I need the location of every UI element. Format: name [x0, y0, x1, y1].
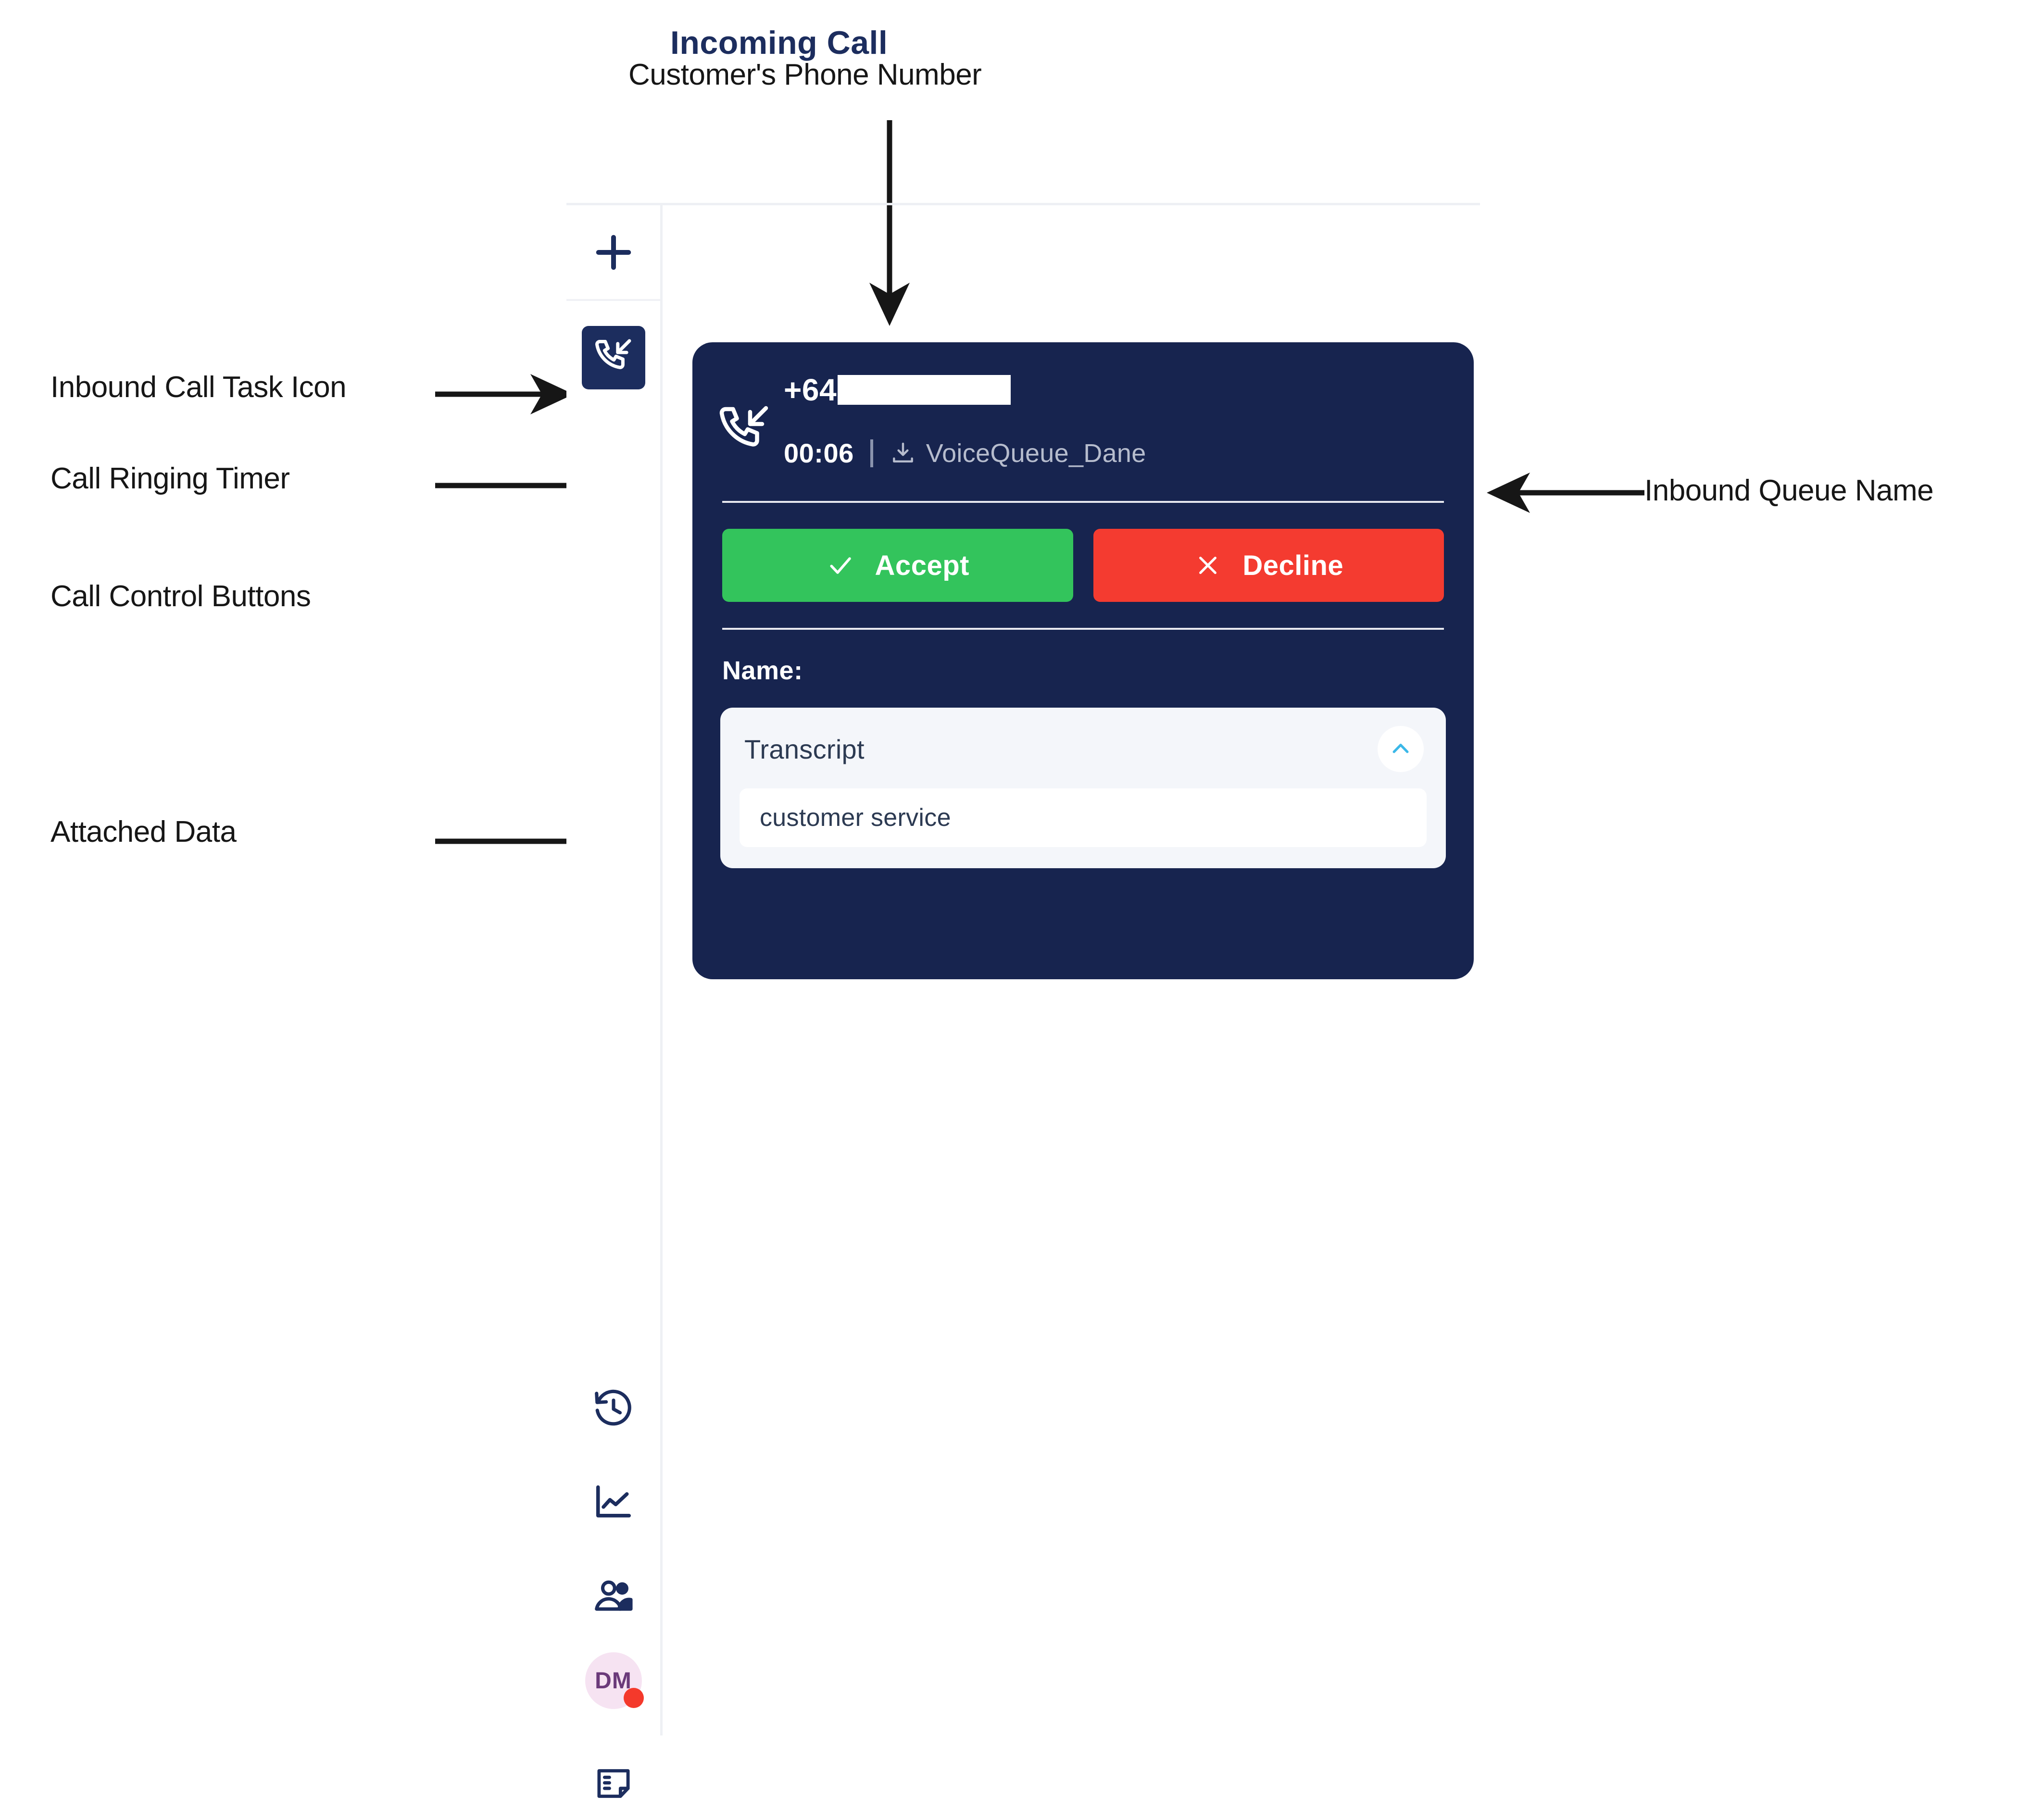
collapse-toggle-button[interactable]: [1378, 726, 1424, 772]
close-x-icon: [1193, 551, 1222, 580]
call-card-header: +64 00:06 VoiceQueue_Dane: [692, 342, 1474, 501]
divider-bottom: [722, 628, 1444, 630]
notes-icon: [593, 1763, 634, 1807]
sidebar-nav-group: [566, 1378, 660, 1809]
decline-call-button[interactable]: Decline: [1093, 529, 1444, 602]
check-icon: [826, 551, 855, 580]
attached-data-panel: Transcript customer service: [720, 708, 1446, 868]
call-control-buttons: Accept Decline: [692, 503, 1474, 628]
annotation-arrow-customers-phone-number: [869, 120, 910, 326]
annotation-arrow-inbound-queue-name: [1487, 473, 1644, 513]
inbound-call-icon: [715, 401, 773, 459]
annotation-label-call-ringing-timer: Call Ringing Timer: [50, 462, 290, 495]
caller-number-row: +64: [784, 372, 1011, 408]
sidebar-item-history[interactable]: [582, 1378, 645, 1441]
sidebar-item-contacts[interactable]: [582, 1566, 645, 1628]
chevron-up-icon: [1388, 736, 1413, 762]
annotation-label-customers-phone-number: Customer's Phone Number: [628, 58, 982, 91]
sidebar-item-inbound-call-task[interactable]: [581, 326, 645, 389]
app-header: [566, 123, 1480, 205]
annotation-arrow-inbound-call-task-icon: [435, 374, 574, 414]
call-meta-row: 00:06 VoiceQueue_Dane: [784, 437, 1146, 469]
sidebar-rail: DM: [566, 205, 663, 1798]
avatar-initials: DM: [595, 1668, 632, 1694]
attached-data-value: customer service: [740, 788, 1427, 847]
sidebar-add-task-cell[interactable]: [566, 205, 660, 301]
caller-phone-number: +64: [784, 373, 837, 407]
inbound-call-icon: [592, 336, 635, 380]
divider-top: [722, 501, 1444, 503]
annotation-label-inbound-queue-name: Inbound Queue Name: [1644, 474, 1934, 507]
annotation-label-inbound-call-task-icon: Inbound Call Task Icon: [50, 371, 347, 404]
accept-button-label: Accept: [875, 549, 969, 581]
sidebar-item-analytics[interactable]: [582, 1472, 645, 1535]
history-icon: [592, 1387, 635, 1433]
attached-data-title: Transcript: [744, 734, 865, 764]
contacts-people-icon: [592, 1574, 635, 1620]
plus-icon[interactable]: [582, 221, 645, 284]
phone-number-redaction: [838, 375, 1011, 405]
meta-separator: [870, 439, 873, 467]
inbound-queue-name: VoiceQueue_Dane: [926, 438, 1146, 468]
status-badge: [623, 1688, 644, 1708]
accept-call-button[interactable]: Accept: [722, 529, 1073, 602]
page-title: Incoming Call: [670, 25, 888, 61]
decline-button-label: Decline: [1242, 549, 1344, 581]
annotation-label-attached-data: Attached Data: [50, 815, 237, 848]
call-ringing-timer: 00:06: [784, 438, 854, 468]
incoming-call-card: +64 00:06 VoiceQueue_Dane: [692, 342, 1474, 979]
analytics-line-chart-icon: [592, 1481, 635, 1526]
sidebar-item-notes[interactable]: [582, 1753, 645, 1809]
queue-download-icon: [890, 440, 916, 467]
sidebar-avatar-wrap: DM: [566, 1652, 660, 1709]
annotation-label-call-control-buttons: Call Control Buttons: [50, 580, 311, 613]
caller-name-label: Name:: [722, 656, 803, 685]
avatar[interactable]: DM: [585, 1652, 644, 1709]
attached-data-header: Transcript: [740, 726, 1427, 772]
